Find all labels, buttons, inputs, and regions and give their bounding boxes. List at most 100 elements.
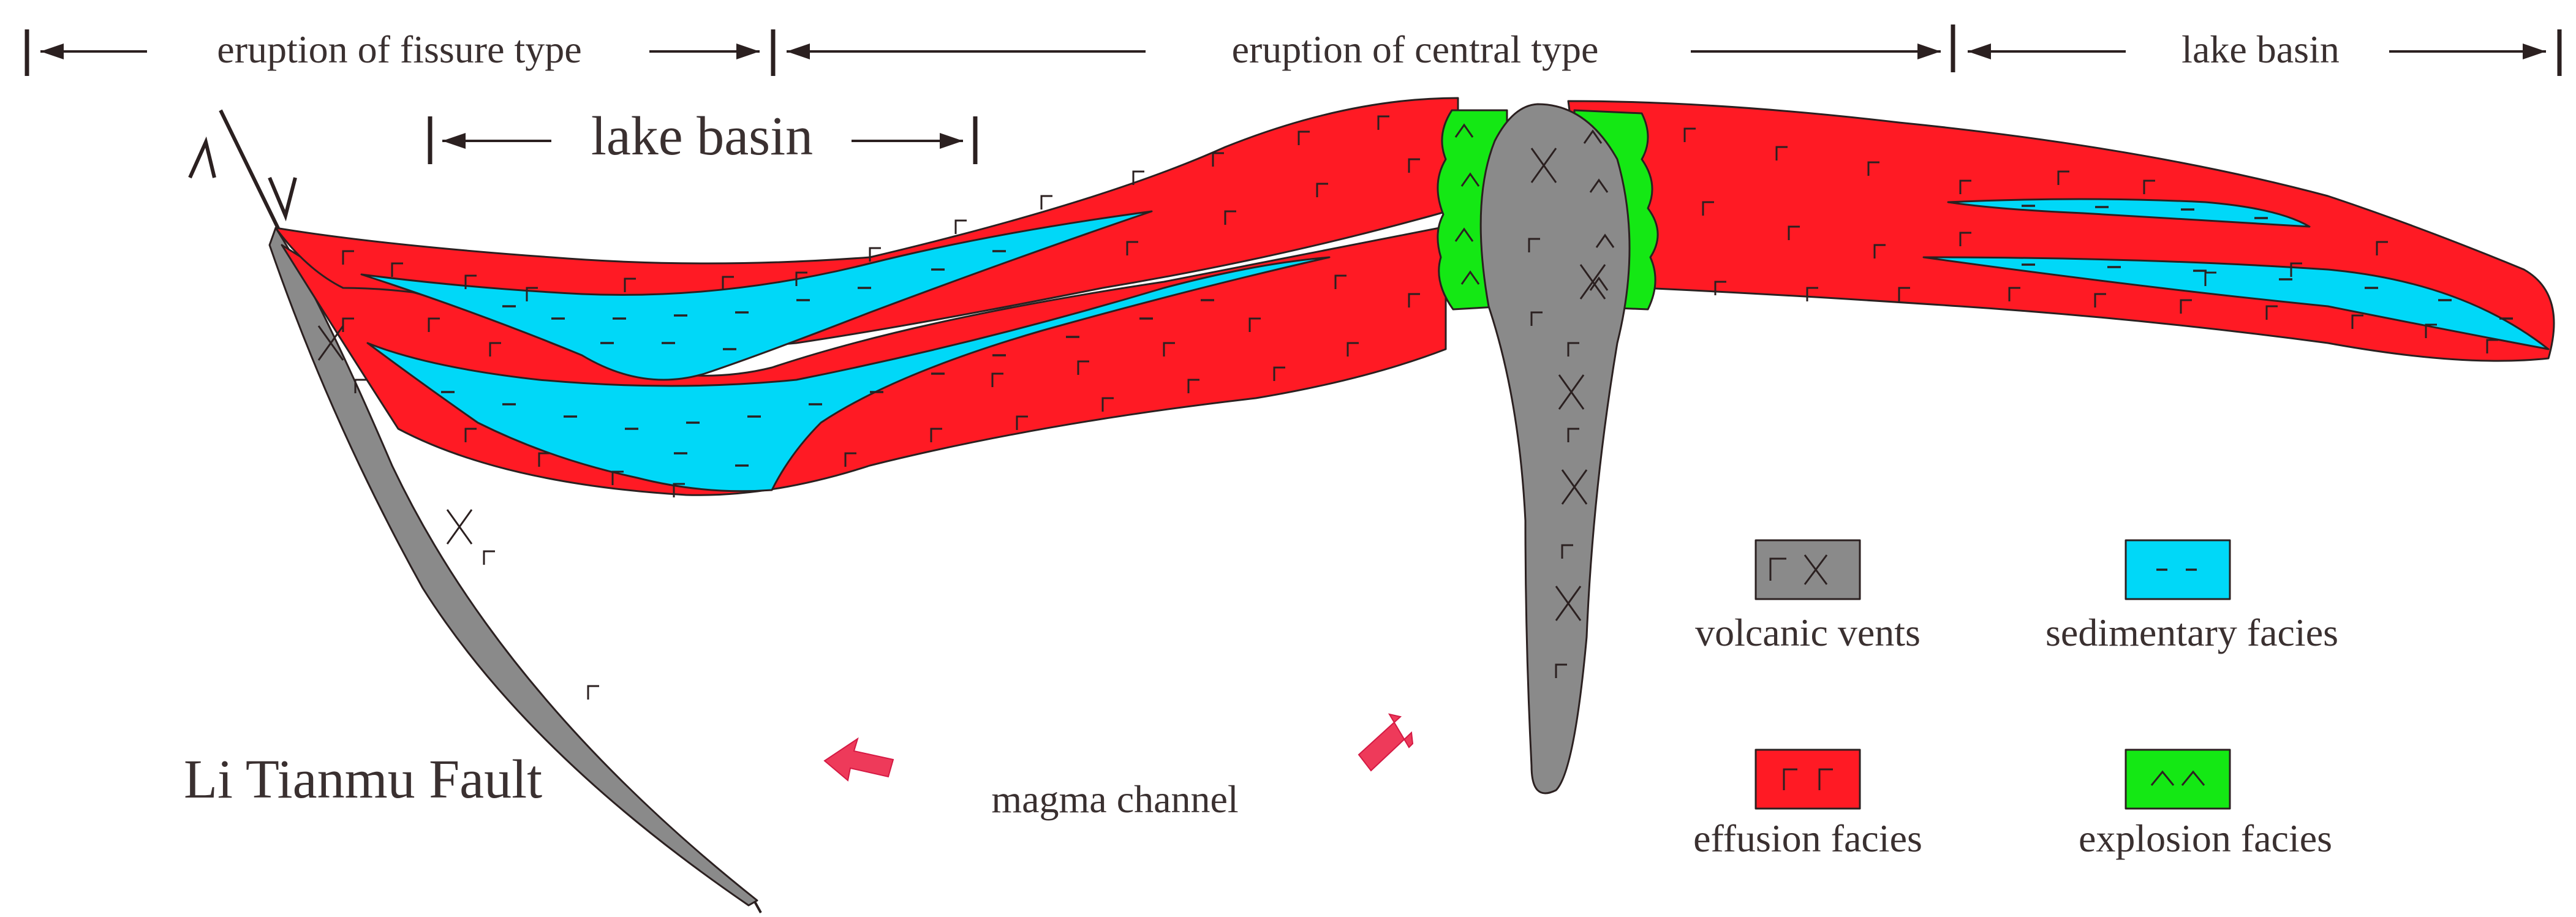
fissure-arrowhead-left bbox=[40, 43, 64, 59]
effusion-symbol bbox=[2486, 339, 2498, 353]
effusion-symbol bbox=[1702, 201, 1714, 216]
effusion-symbol bbox=[1248, 317, 1261, 332]
effusion-symbol bbox=[2143, 179, 2155, 194]
effusion-symbol bbox=[1101, 397, 1114, 412]
effusion-symbol bbox=[391, 262, 403, 277]
sedimentary-lens-lower-left bbox=[366, 256, 1331, 492]
top-dimension-bar: eruption of fissure type eruption of cen… bbox=[25, 25, 2562, 76]
legend-label-explosion: explosion facies bbox=[2079, 817, 2332, 860]
effusion-symbol bbox=[1297, 130, 1310, 145]
central-arrowhead-right bbox=[1917, 43, 1941, 59]
vent-symbol bbox=[1530, 311, 1543, 326]
effusion-symbol bbox=[722, 276, 734, 290]
explosion-symbol bbox=[1460, 270, 1480, 285]
explosion-symbol bbox=[1589, 178, 1609, 193]
explosion-symbol bbox=[1595, 233, 1615, 248]
vent-symbol bbox=[1528, 238, 1540, 252]
fault-dyke bbox=[268, 227, 758, 907]
lake-basin-right-label: lake basin bbox=[2181, 28, 2340, 71]
explosion-symbol bbox=[1454, 227, 1474, 242]
effusion-symbol bbox=[1959, 179, 1971, 194]
effusion-symbol bbox=[526, 287, 538, 301]
effusion-symbol bbox=[2180, 299, 2192, 314]
effusion-symbol bbox=[991, 372, 1003, 387]
effusion-symbol bbox=[624, 277, 636, 292]
effusion-symbol bbox=[2265, 305, 2278, 320]
sedimentary-lens-lower-right bbox=[1922, 256, 2550, 350]
legend: volcanic vents sedimentary facies effusi… bbox=[1693, 539, 2338, 860]
magma-arrow-left-icon bbox=[823, 737, 894, 782]
fissure-type-layers bbox=[274, 97, 1459, 496]
vent-x-symbol bbox=[1555, 586, 1582, 621]
effusion-symbol bbox=[1016, 415, 1028, 430]
effusion-symbol bbox=[1077, 360, 1089, 375]
vent-symbol bbox=[1567, 342, 1579, 357]
effusion-symbol bbox=[1334, 274, 1347, 289]
central-volcanic-vent bbox=[1479, 103, 1631, 794]
effusion-symbol bbox=[2204, 271, 2216, 286]
lake-basin-left-label: lake basin bbox=[591, 106, 813, 167]
effusion-symbol bbox=[930, 428, 942, 442]
effusion-symbol bbox=[1126, 241, 1138, 255]
fissure-arrowhead-right bbox=[736, 43, 760, 59]
fissure-eruption-label: eruption of fissure type bbox=[217, 28, 581, 71]
effusion-symbol bbox=[1806, 287, 1818, 301]
effusion-symbol bbox=[795, 271, 807, 286]
legend-swatch-sedimentary bbox=[2125, 539, 2231, 600]
explosion-symbol bbox=[1583, 129, 1603, 144]
sedimentary-lens-upper-right bbox=[1947, 198, 2311, 228]
legend-swatch-explosion bbox=[2125, 749, 2231, 810]
effusion-symbol bbox=[342, 250, 354, 265]
lake-right-arrowhead-right bbox=[2523, 43, 2546, 59]
effusion-symbol bbox=[2008, 287, 2020, 301]
effusion-symbol bbox=[1224, 210, 1236, 225]
vent-x-symbol bbox=[1530, 148, 1557, 183]
effusion-symbol bbox=[1408, 293, 1420, 308]
vent-symbol bbox=[354, 379, 366, 393]
vent-x-symbol bbox=[317, 325, 344, 361]
effusion-symbol bbox=[464, 274, 477, 289]
explosion-symbol bbox=[1454, 123, 1474, 138]
effusion-symbol bbox=[342, 317, 354, 332]
effusion-symbol bbox=[1683, 127, 1696, 142]
explosion-symbol bbox=[1589, 276, 1609, 291]
central-arrowhead-left bbox=[787, 43, 810, 59]
fault-up-arrow-icon bbox=[188, 136, 216, 179]
effusion-symbol bbox=[2376, 241, 2388, 255]
fault-line-upper bbox=[219, 109, 284, 237]
effusion-symbol bbox=[611, 470, 624, 485]
effusion-symbol bbox=[1347, 342, 1359, 357]
lake-right-arrowhead-left bbox=[1968, 43, 1991, 59]
effusion-symbol bbox=[1959, 232, 1971, 246]
fault bbox=[188, 109, 762, 913]
legend-label-volcanic-vents: volcanic vents bbox=[1695, 611, 1921, 654]
vent-symbol bbox=[1555, 663, 1567, 678]
vent-symbol bbox=[1567, 428, 1579, 442]
effusion-symbol bbox=[538, 452, 550, 467]
legend-swatch-volcanic-vents bbox=[1754, 539, 1861, 600]
lake-basin-right-layers bbox=[1567, 100, 2555, 362]
vent-symbol bbox=[1561, 544, 1573, 559]
vent-x-symbol bbox=[1579, 264, 1606, 300]
effusion-symbol bbox=[428, 317, 440, 332]
effusion-symbol bbox=[1408, 158, 1420, 173]
effusion-symbol bbox=[1187, 379, 1199, 393]
vent-x-symbol bbox=[1558, 374, 1585, 410]
effusion-symbol bbox=[2057, 170, 2069, 185]
vent-x-symbol bbox=[1561, 469, 1588, 505]
effusion-symbol bbox=[1714, 281, 1726, 295]
magma-channel-label: magma channel bbox=[991, 777, 1238, 821]
central-eruption-label: eruption of central type bbox=[1232, 28, 1599, 71]
effusion-symbol bbox=[2290, 262, 2302, 277]
effusion-symbol bbox=[1163, 342, 1175, 357]
effusion-symbol bbox=[869, 247, 881, 262]
effusion-symbol bbox=[1273, 366, 1285, 381]
effusion-symbol bbox=[844, 452, 856, 467]
lithology-symbols bbox=[317, 115, 2513, 700]
lake-basin-left-dimension: lake basin bbox=[428, 106, 978, 167]
effusion-symbol bbox=[2351, 314, 2363, 329]
effusion-symbol bbox=[1775, 146, 1788, 160]
effusion-symbol bbox=[1316, 183, 1328, 197]
effusion-symbol bbox=[1377, 115, 1389, 130]
effusion-symbol bbox=[954, 219, 967, 234]
